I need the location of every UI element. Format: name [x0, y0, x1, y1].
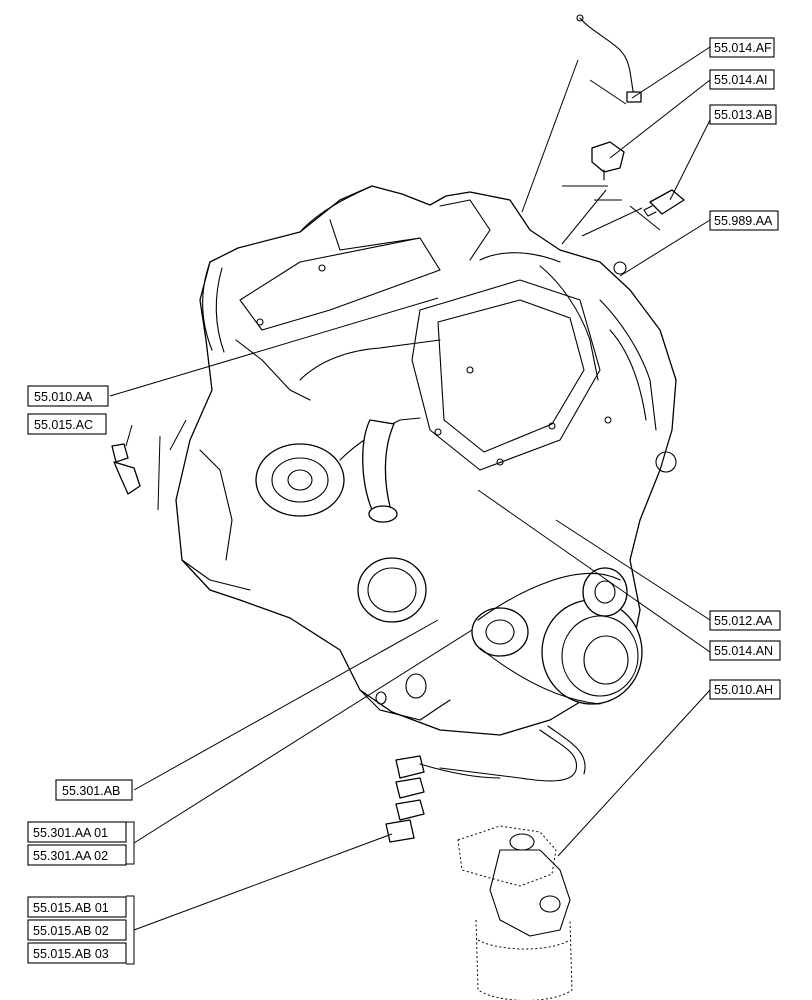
- callout-text: 55.010.AA: [34, 390, 93, 404]
- fitting-drawing: [111, 443, 141, 495]
- callout-text: 55.014.AF: [714, 41, 772, 55]
- callout-text: 55.015.AB 01: [33, 901, 109, 915]
- callout-55-989-aa: 55.989.AA: [709, 210, 779, 231]
- sensor-with-cable-drawing: [576, 14, 642, 103]
- callout-55-301-aa-01: 55.301.AA 01: [27, 821, 127, 843]
- callout-text: 55.015.AB 03: [33, 947, 109, 961]
- callout-text: 55.014.AN: [714, 644, 773, 658]
- harness-connector-drawing: [385, 755, 501, 843]
- callout-text: 55.301.AA 01: [33, 826, 108, 840]
- callout-text: 55.014.AI: [714, 73, 768, 87]
- callout-text: 55.989.AA: [714, 214, 773, 228]
- callout-55-012-aa: 55.012.AA: [709, 610, 781, 631]
- callout-55-014-af: 55.014.AF: [709, 37, 775, 58]
- callout-55-301-aa-02: 55.301.AA 02: [27, 844, 127, 866]
- callout-55-013-ab: 55.013.AB: [709, 104, 777, 125]
- callout-55-010-aa: 55.010.AA: [27, 385, 109, 407]
- threaded-sensor-drawing: [643, 189, 685, 217]
- sensor-bracket-drawing: [591, 141, 625, 181]
- callout-55-015-ab-03: 55.015.AB 03: [27, 942, 127, 964]
- callout-text: 55.015.AB 02: [33, 924, 109, 938]
- callout-55-301-ab: 55.301.AB: [55, 779, 133, 801]
- callout-text: 55.010.AH: [714, 683, 773, 697]
- callout-55-015-ac: 55.015.AC: [27, 413, 107, 435]
- callout-text: 55.301.AB: [62, 784, 120, 798]
- engine-assembly-illustration: [175, 185, 677, 782]
- leader-lines: [109, 46, 713, 965]
- callout-55-010-ah: 55.010.AH: [709, 679, 781, 700]
- callout-text: 55.012.AA: [714, 614, 773, 628]
- callout-55-015-ab-02: 55.015.AB 02: [27, 919, 127, 941]
- callout-text: 55.013.AB: [714, 108, 772, 122]
- callout-text: 55.015.AC: [34, 418, 93, 432]
- callout-55-015-ab-01: 55.015.AB 01: [27, 896, 127, 918]
- oil-filter-housing-drawing: [457, 825, 573, 1000]
- callout-55-014-ai: 55.014.AI: [709, 69, 775, 90]
- callout-55-014-an: 55.014.AN: [709, 640, 781, 661]
- callout-text: 55.301.AA 02: [33, 849, 108, 863]
